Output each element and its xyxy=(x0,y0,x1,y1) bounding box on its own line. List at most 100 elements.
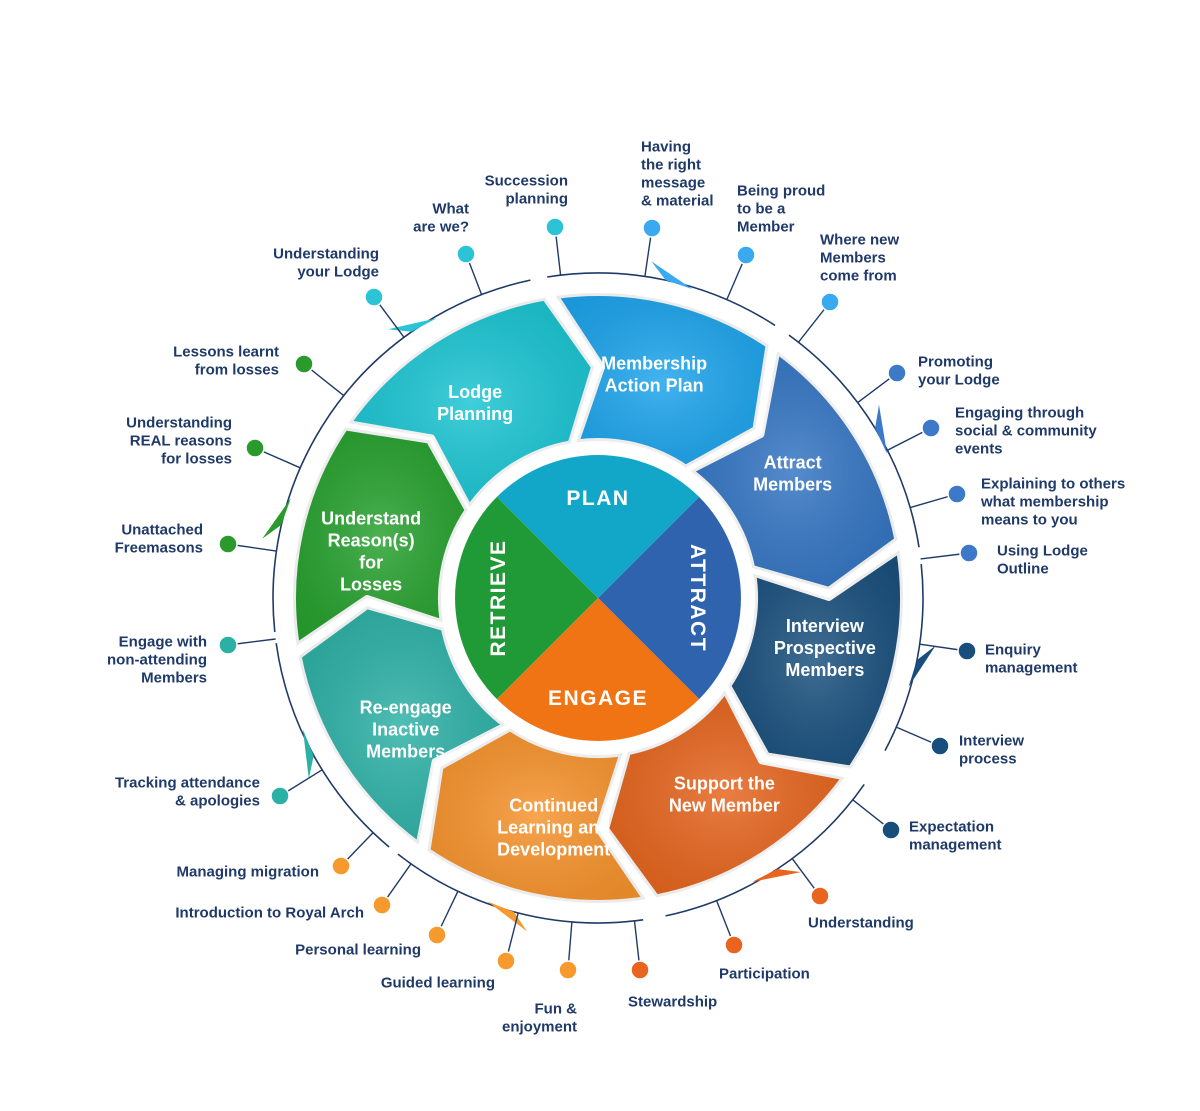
annotation-label-fun-enjoyment-line: Fun & xyxy=(535,1000,578,1017)
annotation-label-introduction-to-royal-arch: Introduction to Royal Arch xyxy=(175,904,364,921)
annotation-label-having-the-right-message-line: & material xyxy=(641,192,714,209)
annotation-label-fun-enjoyment-line: enjoyment xyxy=(502,1018,577,1035)
annotation-label-tracking-attendance: Tracking attendance& apologies xyxy=(115,774,260,809)
annotation-label-engaging-through-social-line: social & community xyxy=(955,422,1097,439)
bubble-icon xyxy=(218,635,238,655)
segment-shade xyxy=(555,293,769,468)
segment-label-support-the-new-member-line: Support the xyxy=(674,773,775,793)
annotation-label-managing-migration: Managing migration xyxy=(177,863,320,880)
segment-shade xyxy=(298,606,506,845)
annotation-label-succession-planning-line: Succession xyxy=(485,172,568,189)
segment-label-continued-learning-line: Continued xyxy=(509,795,598,815)
arc-pointer-icon xyxy=(752,869,801,882)
annotation-label-unattached-freemasons-line: Freemasons xyxy=(115,539,203,556)
annotation-label-having-the-right-message-line: message xyxy=(641,174,705,191)
annotation-label-interview-process-line: process xyxy=(959,750,1017,767)
bubble-icon xyxy=(810,886,830,906)
core-quadrant-engage: ENGAGE xyxy=(496,598,700,741)
core-quadrant-plan: PLAN xyxy=(496,455,700,598)
annotation-label-guided-learning-line: Guided learning xyxy=(381,974,495,991)
segment-label-continued-learning-line: Development xyxy=(497,839,610,859)
annotation-label-where-new-members-line: Where new xyxy=(820,231,900,248)
annotation-label-what-are-we-line: are we? xyxy=(413,218,469,235)
arc-pointer-icon xyxy=(487,901,528,932)
segment-label-attract-members-line: Members xyxy=(753,474,832,494)
bubble-icon xyxy=(427,925,447,945)
segment-shade xyxy=(348,297,594,508)
annotation-label-guided-learning: Guided learning xyxy=(381,974,495,991)
annotation-label-unattached-freemasons-line: Unattached xyxy=(121,521,203,538)
bubble-icon xyxy=(724,935,744,955)
segment-shade xyxy=(728,550,903,769)
annotation-label-expectation-management-line: management xyxy=(909,836,1002,853)
segment-label-attract-members-line: Attract xyxy=(764,452,822,472)
annotation-arc xyxy=(275,643,390,848)
core-quadrant-retrieve: RETRIEVE xyxy=(455,496,598,700)
annotation-label-using-lodge-outline-line: Outline xyxy=(997,560,1049,577)
bubble-icon xyxy=(218,534,238,554)
annotation-label-personal-learning-line: Personal learning xyxy=(295,941,421,958)
segment-shade xyxy=(427,728,646,903)
annotation-arc xyxy=(665,783,865,917)
core-quadrant-attract: ATTRACT xyxy=(598,496,741,700)
annotation-label-promoting-your-lodge-line: Promoting xyxy=(918,353,993,370)
segment-label-lodge-planning-line: Planning xyxy=(437,404,513,424)
annotation-label-engage-with-non-attending-line: non-attending xyxy=(107,651,207,668)
segment-label-interview-prospective-members-line: Members xyxy=(785,660,864,680)
annotation-label-fun-enjoyment: Fun &enjoyment xyxy=(502,1000,577,1035)
bubble-icon xyxy=(331,856,351,876)
segment-label-understand-reasons-line: for xyxy=(359,553,383,573)
bubble-icon xyxy=(558,960,578,980)
annotation-label-enquiry-management-line: management xyxy=(985,659,1078,676)
annotation-label-engage-with-non-attending-line: Engage with xyxy=(119,633,207,650)
annotation-label-tracking-attendance-line: & apologies xyxy=(175,792,260,809)
annotation-label-participation-line: Participation xyxy=(719,965,810,982)
annotation-label-succession-planning-line: planning xyxy=(506,190,569,207)
bubble-icon xyxy=(921,418,941,438)
annotation-label-engage-with-non-attending-line: Members xyxy=(141,669,207,686)
arc-pointer-icon xyxy=(908,645,936,687)
annotation-label-enquiry-management-line: Enquiry xyxy=(985,641,1041,658)
annotation-label-being-proud-line: to be a xyxy=(737,200,786,217)
annotation-label-lessons-learnt-line: from losses xyxy=(195,361,279,378)
bubble-icon xyxy=(642,218,662,238)
bubble-icon xyxy=(959,543,979,563)
annotation-label-understanding-real-reasons-line: for losses xyxy=(161,450,232,467)
bubble-icon xyxy=(294,354,314,374)
annotation-label-introduction-to-royal-arch-line: Introduction to Royal Arch xyxy=(175,904,364,921)
core-quadrant-shape xyxy=(496,455,700,598)
annotation-label-what-are-we-line: What xyxy=(432,200,469,217)
annotation-arc xyxy=(272,425,324,633)
bubble-icon xyxy=(820,292,840,312)
segment-label-support-the-new-member-line: New Member xyxy=(669,795,780,815)
bubble-icon xyxy=(270,786,290,806)
bubble-icon xyxy=(372,895,392,915)
segment-label-re-engage-inactive-line: Inactive xyxy=(372,719,439,739)
segment-label-re-engage-inactive-line: Re-engage xyxy=(360,697,452,717)
annotation-label-having-the-right-message-line: the right xyxy=(641,156,701,173)
annotation-label-being-proud-line: Being proud xyxy=(737,182,825,199)
annotation-label-understanding-real-reasons-line: Understanding xyxy=(126,414,232,431)
bubble-icon xyxy=(630,960,650,980)
segment-label-interview-prospective-members-line: Prospective xyxy=(774,638,876,658)
annotation-label-tracking-attendance-line: Tracking attendance xyxy=(115,774,260,791)
annotation-label-engaging-through-social-line: events xyxy=(955,440,1003,457)
